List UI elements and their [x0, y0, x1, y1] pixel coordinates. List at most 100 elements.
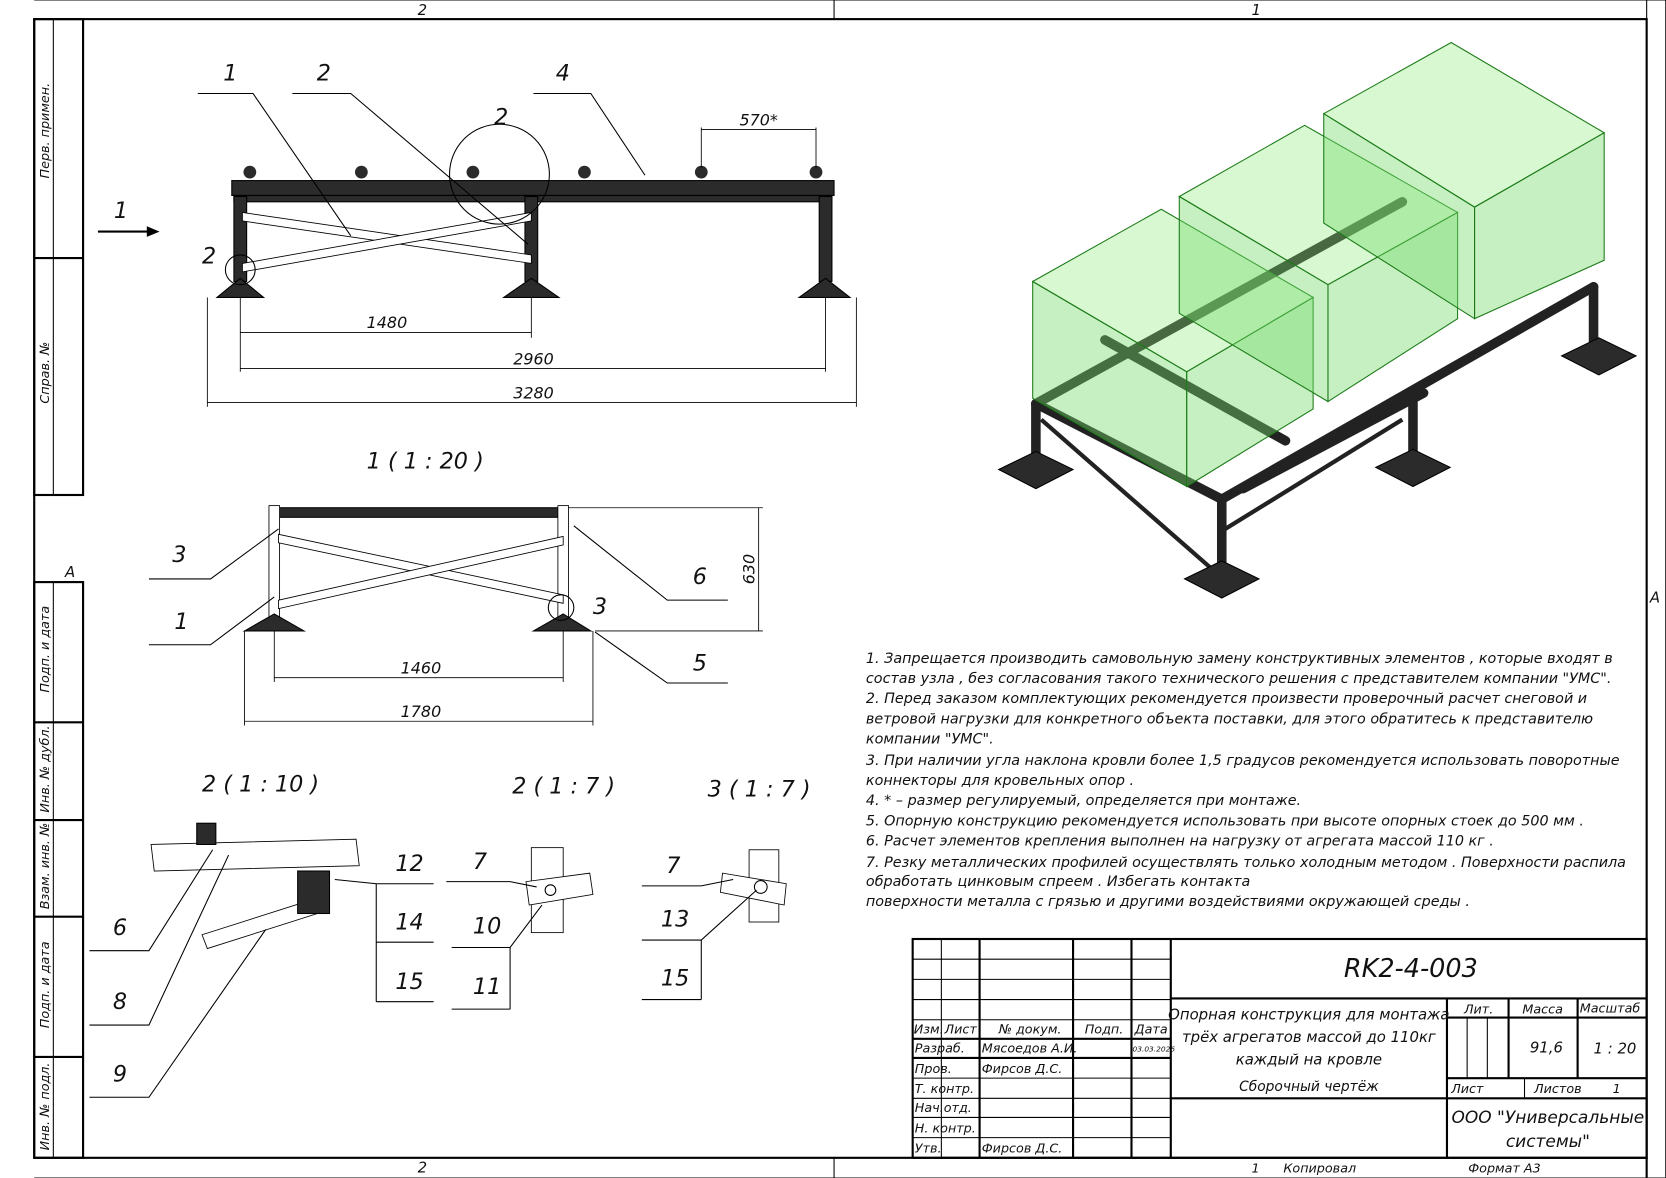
svg-text:Подп.: Подп. [1085, 1023, 1124, 1038]
dim-630: 630 [739, 554, 758, 584]
unit-box-2 [1178, 124, 1459, 403]
unit-box-1 [1031, 208, 1315, 488]
svg-text:обработать цинковым спреем . И: обработать цинковым спреем . Избегать ко… [866, 874, 1250, 890]
svg-text:10: 10 [473, 914, 501, 940]
view-arrow-label: 1 [114, 198, 128, 224]
svg-text:Лит.: Лит. [1463, 1002, 1493, 1017]
v1-callout-1: 1 [174, 609, 188, 635]
front-view: 1 1 2 2 4 2 570* 1480 2960 3280 [97, 61, 857, 407]
svg-text:№ докум.: № докум. [998, 1023, 1062, 1038]
zone-side-a-right: A [1649, 588, 1660, 606]
d2a-callouts: 6 8 9 12 14 15 [113, 851, 424, 1087]
detail2b-title: 2 ( 1 : 7 ) [512, 773, 615, 799]
svg-text:Копировал: Копировал [1283, 1162, 1356, 1177]
svg-text:1: 1 [1613, 1082, 1621, 1097]
svg-text:ООО "Универсальные: ООО "Универсальные [1452, 1108, 1645, 1128]
view1-title: 1 ( 1 : 20 ) [367, 448, 484, 474]
side-stamp-column: Перв. примен. Справ. № Подп. и дата Инв.… [33, 18, 85, 1159]
svg-text:1: 1 [1252, 1162, 1260, 1177]
svg-text:Опорная конструкция для монтаж: Опорная конструкция для монтажа [1168, 1006, 1449, 1024]
callout-detail-2: 2 [494, 104, 508, 130]
callout-4: 4 [556, 61, 570, 87]
callout-1: 1 [223, 61, 237, 87]
svg-text:1. Запрещается производить сам: 1. Запрещается производить самовольную з… [866, 651, 1613, 667]
svg-text:коннекторы для кровельных опор: коннекторы для кровельных опор . [866, 773, 1134, 789]
side-label-podp-data-1: Подп. и дата [38, 606, 53, 693]
svg-text:Масштаб: Масштаб [1580, 1001, 1641, 1016]
svg-text:Масса: Масса [1522, 1002, 1563, 1017]
zone-top-2: 2 [418, 1, 427, 19]
dim-2960: 2960 [513, 349, 554, 368]
mass-value: 91,6 [1530, 1039, 1563, 1057]
svg-text:системы": системы" [1506, 1132, 1590, 1152]
svg-text:Листов: Листов [1533, 1082, 1582, 1097]
svg-text:Т. контр.: Т. контр. [915, 1082, 974, 1097]
scale-value: 1 : 20 [1594, 1040, 1637, 1058]
svg-text:12: 12 [395, 851, 423, 877]
detail-3-scale-7: 3 ( 1 : 7 ) 7 13 15 [641, 777, 811, 1001]
side-label-vzam-inv: Взам. инв. № [38, 823, 53, 909]
svg-text:8: 8 [113, 989, 127, 1015]
svg-text:7. Резку металлических профиле: 7. Резку металлических профилей осуществ… [866, 855, 1626, 871]
svg-text:Дата: Дата [1134, 1023, 1168, 1038]
svg-text:13: 13 [661, 906, 689, 932]
svg-text:поверхности металла с грязью и: поверхности металла с грязью и другими в… [866, 894, 1470, 910]
svg-text:Изм.: Изм. [914, 1023, 944, 1038]
dim-1480: 1480 [367, 313, 408, 332]
svg-text:Разраб.: Разраб. [915, 1042, 965, 1057]
v1-callout-3b: 3 [593, 594, 607, 620]
side-label-inv-dubl: Инв. № дубл. [38, 725, 53, 812]
zone-bottom-2: 2 [418, 1159, 427, 1177]
svg-text:7: 7 [666, 853, 680, 879]
svg-text:ветровой нагрузки для конкретн: ветровой нагрузки для конкретного объект… [866, 711, 1593, 727]
svg-text:компании "УМС".: компании "УМС". [866, 732, 994, 748]
svg-text:трёх агрегатов массой до 110кг: трёх агрегатов массой до 110кг [1182, 1028, 1436, 1046]
svg-text:5. Опорную конструкцию рекомен: 5. Опорную конструкцию рекомендуется исп… [866, 813, 1584, 829]
svg-text:14: 14 [395, 909, 423, 935]
title-block: RK2-4-003 Опорная конструкция для монтаж… [911, 937, 1648, 1177]
detail3-title: 3 ( 1 : 7 ) [708, 777, 811, 803]
svg-text:6: 6 [113, 915, 127, 941]
dim-1780: 1780 [401, 702, 442, 721]
side-label-podp-data-2: Подп. и дата [38, 941, 53, 1028]
svg-text:3. При наличии угла наклона кр: 3. При наличии угла наклона кровли более… [866, 753, 1620, 769]
svg-text:каждый на кровле: каждый на кровле [1236, 1050, 1382, 1068]
designation: RK2-4-003 [1344, 954, 1478, 984]
svg-text:11: 11 [473, 974, 501, 1000]
detail2a-title: 2 ( 1 : 10 ) [202, 771, 319, 797]
v1-callout-5: 5 [693, 650, 707, 676]
svg-text:Мясоедов А.И.: Мясоедов А.И. [982, 1042, 1078, 1057]
svg-text:7: 7 [473, 849, 487, 875]
detail-2-scale-10: 2 ( 1 : 10 ) 6 8 9 12 14 15 [89, 771, 434, 1098]
side-label-sprav: Справ. № [38, 342, 53, 404]
svg-text:Формат А3: Формат А3 [1468, 1162, 1541, 1177]
svg-text:Н. контр.: Н. контр. [915, 1121, 976, 1136]
isometric-view [997, 41, 1638, 599]
svg-text:Сборочный чертёж: Сборочный чертёж [1239, 1079, 1379, 1095]
svg-text:Нач.отд.: Нач.отд. [915, 1101, 972, 1116]
svg-text:Лист: Лист [1450, 1082, 1484, 1097]
svg-text:Фирсов Д.С.: Фирсов Д.С. [982, 1142, 1063, 1157]
dim-3280: 3280 [513, 383, 554, 402]
side-label-perv-primen: Перв. примен. [38, 83, 53, 179]
dim-1460: 1460 [401, 658, 442, 677]
zone-side-a-left: A [64, 563, 75, 581]
svg-text:6. Расчет элементов крепления: 6. Расчет элементов крепления выполнен н… [866, 834, 1494, 850]
v1-callout-6: 6 [693, 564, 707, 590]
dim-570: 570* [740, 110, 778, 129]
svg-text:15: 15 [661, 966, 689, 992]
svg-text:Утв.: Утв. [915, 1142, 942, 1157]
svg-text:4. * – размер регулируемый, о: 4. * – размер регулируемый, определяется… [866, 793, 1301, 809]
zone-top-1: 1 [1252, 1, 1261, 19]
svg-text:03.03.2026: 03.03.2026 [1133, 1045, 1176, 1054]
svg-text:9: 9 [113, 1061, 127, 1087]
side-label-inv-podl: Инв. № подл. [38, 1063, 53, 1151]
svg-text:Фирсов Д.С.: Фирсов Д.С. [982, 1062, 1063, 1077]
detail-2-scale-7: 2 ( 1 : 7 ) 7 10 11 [446, 773, 615, 1010]
svg-text:состав узла , без согласования: состав узла , без согласования такого те… [866, 671, 1611, 687]
callout-2-left: 2 [202, 243, 216, 269]
svg-text:2. Перед заказом комплектующих: 2. Перед заказом комплектующих рекоменду… [866, 691, 1587, 707]
v1-callout-3: 3 [172, 542, 186, 568]
svg-text:15: 15 [395, 969, 423, 995]
